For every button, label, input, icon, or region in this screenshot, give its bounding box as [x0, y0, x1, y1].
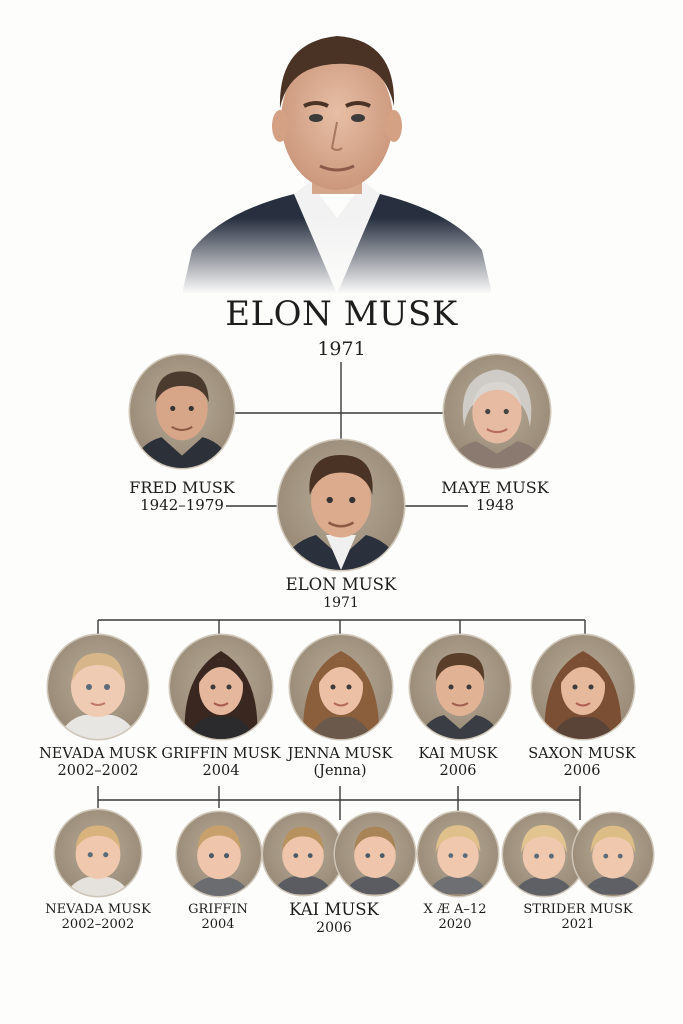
- grandchild-name: KAI MUSK: [289, 900, 379, 919]
- grandchild-label: KAI MUSK 2006: [270, 900, 398, 936]
- child-label: NEVADA MUSK 2002–2002: [30, 746, 166, 779]
- grandchild-name: NEVADA MUSK: [45, 902, 151, 917]
- center-label: ELON MUSK 1971: [251, 575, 431, 611]
- child-portrait: [410, 635, 510, 739]
- grandchild-label: X Æ A–12 2020: [405, 902, 505, 933]
- child-name: NEVADA MUSK: [39, 746, 157, 762]
- child-label: KAI MUSK 2006: [400, 746, 516, 779]
- page-title-year: 1971: [317, 338, 366, 360]
- father-portrait: [130, 355, 234, 468]
- grandchild-years: 2006: [316, 919, 352, 936]
- father-name: FRED MUSK: [129, 478, 235, 497]
- grandchild-portrait: [503, 813, 585, 896]
- grandchild-portrait: [335, 813, 415, 895]
- grandchild-portrait: [55, 810, 141, 896]
- child-portrait: [170, 635, 272, 739]
- grandchild-label: STRIDER MUSK 2021: [508, 902, 648, 933]
- mother-label: MAYE MUSK 1948: [425, 478, 565, 515]
- child-years: 2006: [563, 762, 601, 779]
- child-name: JENNA MUSK: [287, 746, 393, 762]
- child-years: 2004: [202, 762, 240, 779]
- mother-years: 1948: [475, 496, 515, 515]
- grandchild-years: 2002–2002: [61, 916, 135, 932]
- grandchild-portrait: [418, 812, 498, 896]
- center-portrait: [278, 440, 404, 570]
- grandchild-name: GRIFFIN: [188, 902, 248, 917]
- child-label: SAXON MUSK 2006: [512, 746, 652, 779]
- grandchild-label: GRIFFIN 2004: [168, 902, 268, 933]
- grandchild-years: 2020: [438, 916, 472, 932]
- grandchild-name: X Æ A–12: [423, 902, 487, 917]
- mother-portrait: [444, 355, 550, 468]
- child-name: SAXON MUSK: [528, 746, 636, 762]
- child-years: (Jenna): [313, 762, 367, 779]
- father-years: 1942–1979: [140, 496, 224, 515]
- grandchild-portrait: [573, 813, 653, 896]
- child-label: JENNA MUSK (Jenna): [280, 746, 400, 779]
- grandchild-years: 2021: [561, 916, 595, 932]
- child-portrait: [532, 635, 634, 739]
- center-name: ELON MUSK: [285, 575, 397, 594]
- child-portrait: [48, 635, 148, 739]
- grandchild-label: NEVADA MUSK 2002–2002: [30, 902, 166, 933]
- child-years: 2006: [439, 762, 477, 779]
- child-name: KAI MUSK: [418, 746, 498, 762]
- hero-portrait: [182, 22, 492, 294]
- child-name: GRIFFIN MUSK: [161, 746, 281, 762]
- grandchild-portrait: [177, 812, 261, 896]
- child-label: GRIFFIN MUSK 2004: [156, 746, 286, 779]
- father-label: FRED MUSK 1942–1979: [112, 478, 252, 515]
- grandchild-years: 2004: [201, 916, 235, 932]
- grandchild-name: STRIDER MUSK: [523, 902, 633, 917]
- child-years: 2002–2002: [57, 762, 139, 779]
- center-year: 1971: [323, 594, 359, 611]
- child-portrait: [290, 635, 392, 739]
- mother-name: MAYE MUSK: [441, 478, 549, 497]
- grandchild-portrait: [263, 813, 343, 895]
- page-title: ELON MUSK: [225, 294, 458, 334]
